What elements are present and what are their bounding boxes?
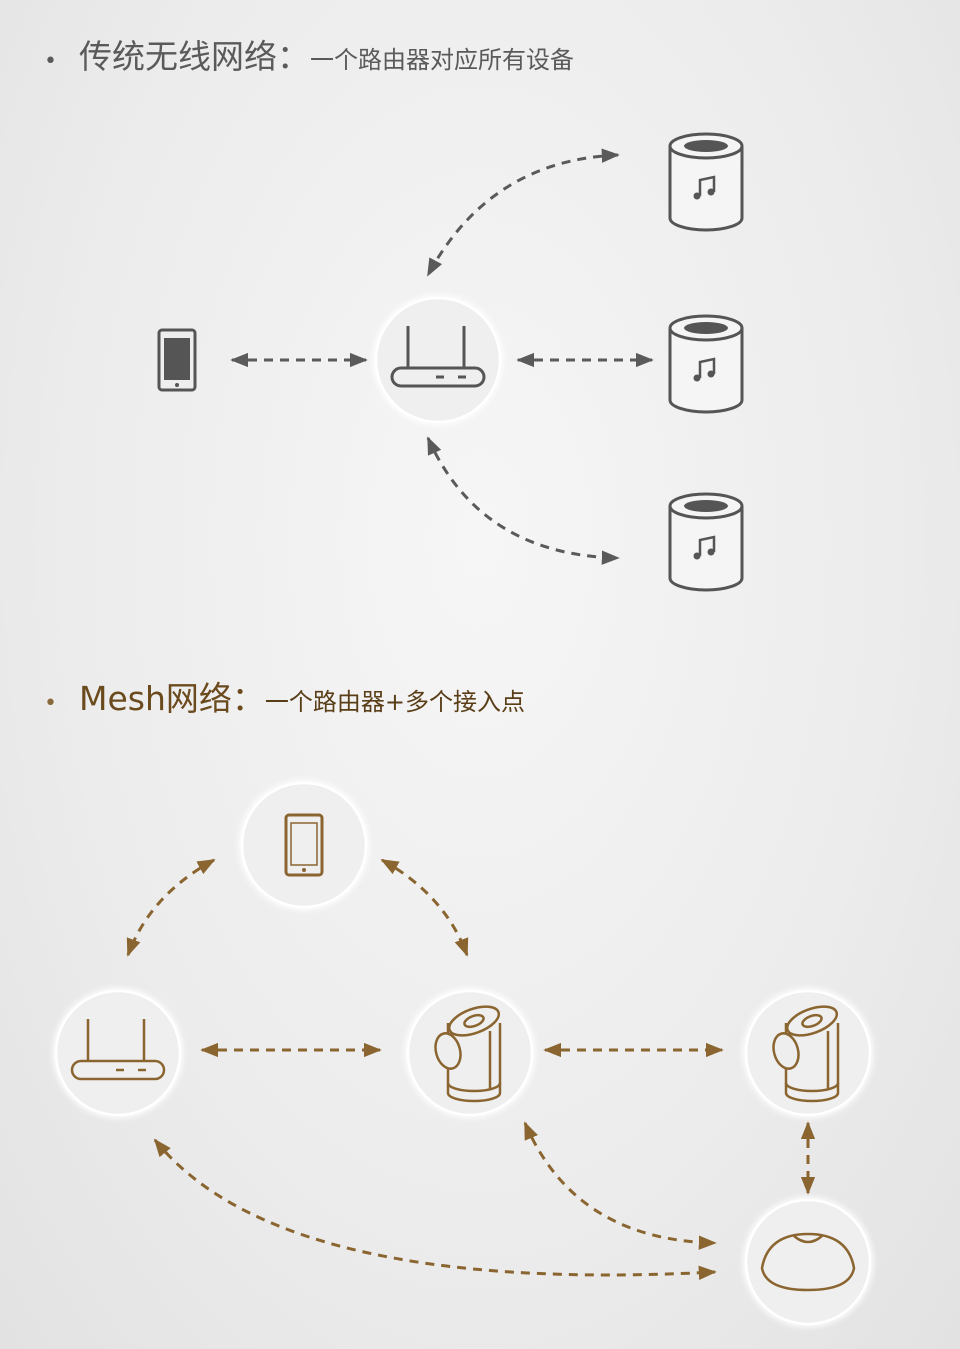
router-icon — [70, 1019, 166, 1081]
traditional-diagram — [157, 132, 744, 592]
speaker-icon — [668, 132, 744, 232]
dome-node — [746, 1200, 870, 1324]
phone-icon — [284, 813, 324, 877]
router-icon — [390, 326, 486, 388]
mesh-heading: • Mesh网络： 一个路由器+多个接入点 — [44, 672, 525, 720]
arrow-router-dome — [153, 1138, 717, 1281]
phone-node — [242, 783, 366, 907]
traditional-subtitle: 一个路由器对应所有设备 — [309, 46, 574, 74]
router-node — [376, 298, 500, 422]
mesh-diagram — [56, 783, 870, 1324]
bullet: • — [44, 49, 57, 74]
dome-speaker-icon — [760, 1232, 856, 1292]
mesh-title: Mesh网络： — [78, 679, 265, 718]
speaker-icon — [668, 492, 744, 592]
arrow-router-speaker-bottom — [426, 436, 620, 565]
arrow-router-speaker-top — [426, 148, 620, 277]
access-point-node — [746, 991, 870, 1115]
arrow-ap-dome-curve — [523, 1121, 717, 1250]
traditional-title: 传统无线网络： — [78, 37, 310, 76]
router-node — [56, 991, 180, 1115]
phone-icon — [157, 328, 197, 392]
speaker-icon — [668, 314, 744, 414]
bullet: • — [44, 691, 57, 716]
mesh-subtitle: 一个路由器+多个接入点 — [264, 688, 525, 716]
traditional-heading: • 传统无线网络： 一个路由器对应所有设备 — [44, 30, 574, 78]
arrow-phone-ap — [380, 858, 469, 957]
access-point-node — [408, 991, 532, 1115]
arrow-phone-router — [126, 858, 216, 957]
